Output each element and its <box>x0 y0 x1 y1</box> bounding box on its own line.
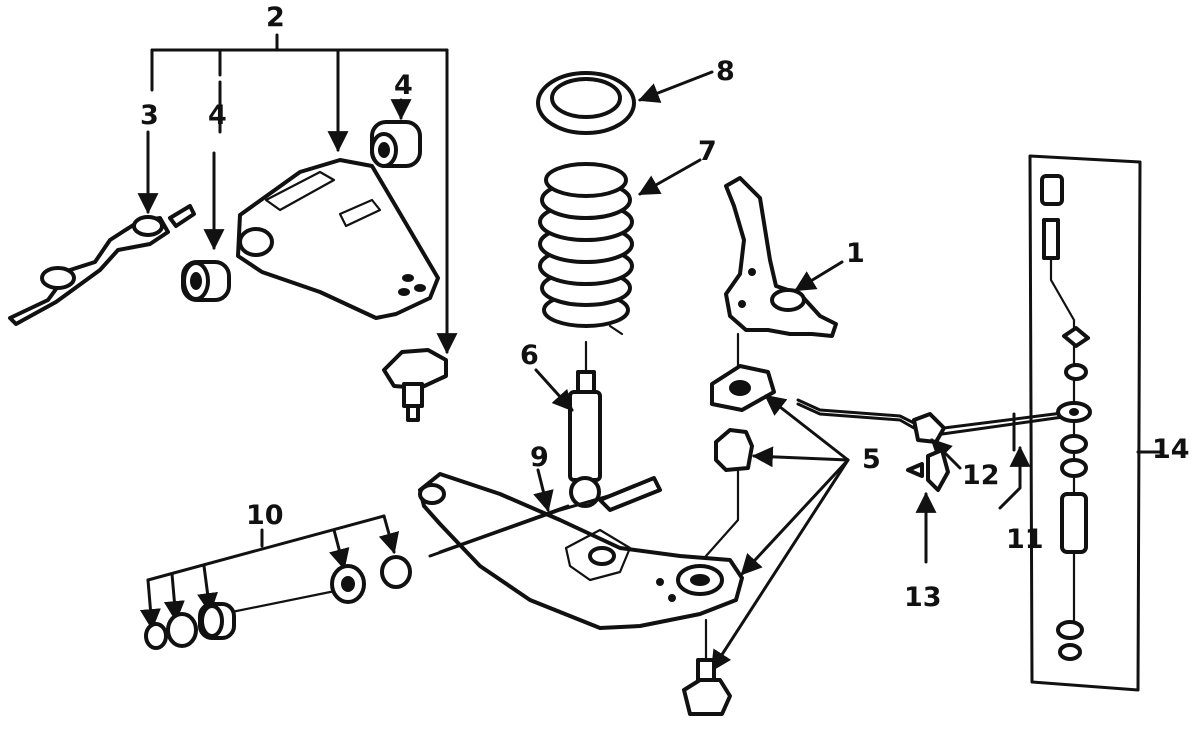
shock-absorber-part-6 <box>568 340 602 508</box>
stabilizer-bar-part-12 <box>796 398 1072 444</box>
callout-1: 1 <box>846 238 865 269</box>
callout-3: 3 <box>140 100 159 131</box>
bushing-part-5 <box>714 428 754 472</box>
bushing-part-4-top <box>370 120 422 168</box>
leader-7 <box>638 158 702 196</box>
callout-10: 10 <box>246 500 284 531</box>
link-kit-parts <box>1040 174 1092 661</box>
callout-13: 13 <box>904 582 942 613</box>
leader-11 <box>998 445 1031 510</box>
callout-4-left: 4 <box>208 100 227 131</box>
strut-bushings-part-10 <box>144 555 412 650</box>
callout-7: 7 <box>698 136 717 167</box>
spindle-part-1 <box>724 176 838 338</box>
bracket-10 <box>139 514 400 631</box>
upper-ball-joint <box>382 348 448 422</box>
link-kit-box-part-14 <box>1028 154 1162 692</box>
leader-6 <box>534 368 574 412</box>
callout-8: 8 <box>716 56 735 87</box>
leader-5 <box>710 394 850 672</box>
callout-5: 5 <box>862 444 881 475</box>
strut-rod-part-9 <box>428 476 662 558</box>
leader-9 <box>533 468 554 513</box>
callout-6: 6 <box>520 340 539 371</box>
bracket-2 <box>150 33 458 355</box>
lower-ball-joint <box>682 658 732 716</box>
callout-4-top: 4 <box>394 70 413 101</box>
leader-1 <box>794 260 844 292</box>
callout-9: 9 <box>530 442 549 473</box>
coil-spring-part-7 <box>538 162 634 336</box>
callout-11: 11 <box>1006 524 1044 555</box>
spring-insulator-part-8 <box>536 71 636 135</box>
callout-2: 2 <box>266 2 285 33</box>
callout-12: 12 <box>962 460 1000 491</box>
callout-14: 14 <box>1152 434 1190 465</box>
tie-rod-arm-part-3 <box>8 204 196 326</box>
leader-12 <box>930 438 962 470</box>
bushing-part-4-left <box>181 260 231 302</box>
clip-part-13 <box>906 448 950 492</box>
leader-8 <box>638 70 714 103</box>
assembly-line-b <box>704 458 740 558</box>
upper-control-arm <box>236 158 440 320</box>
insulator-part-5 <box>710 364 776 412</box>
